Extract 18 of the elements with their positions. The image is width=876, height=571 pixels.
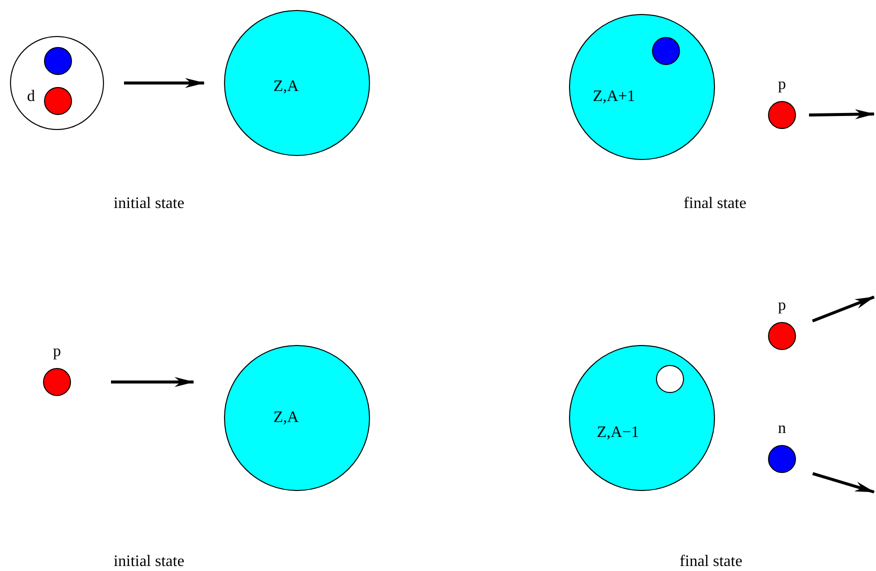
nucleus-label: Z,A	[273, 79, 299, 95]
arrow	[111, 377, 194, 387]
particle-label: p	[778, 77, 786, 93]
nucleus-label: Z,A−1	[596, 425, 640, 441]
particle-label: p	[778, 298, 786, 314]
state-caption: initial state	[114, 196, 184, 212]
state-caption: final state	[684, 196, 746, 212]
particle-label: p	[53, 344, 61, 360]
arrow	[812, 296, 875, 322]
arrow	[124, 78, 205, 88]
state-caption: final state	[680, 554, 742, 570]
nucleus-label: Z,A+1	[592, 89, 636, 105]
state-caption: initial state	[114, 554, 184, 570]
nucleus-label: Z,A	[273, 410, 299, 426]
nucleus-label: d	[27, 89, 35, 105]
particle-label: n	[778, 421, 786, 437]
arrow	[812, 472, 875, 494]
arrow	[808, 109, 875, 120]
